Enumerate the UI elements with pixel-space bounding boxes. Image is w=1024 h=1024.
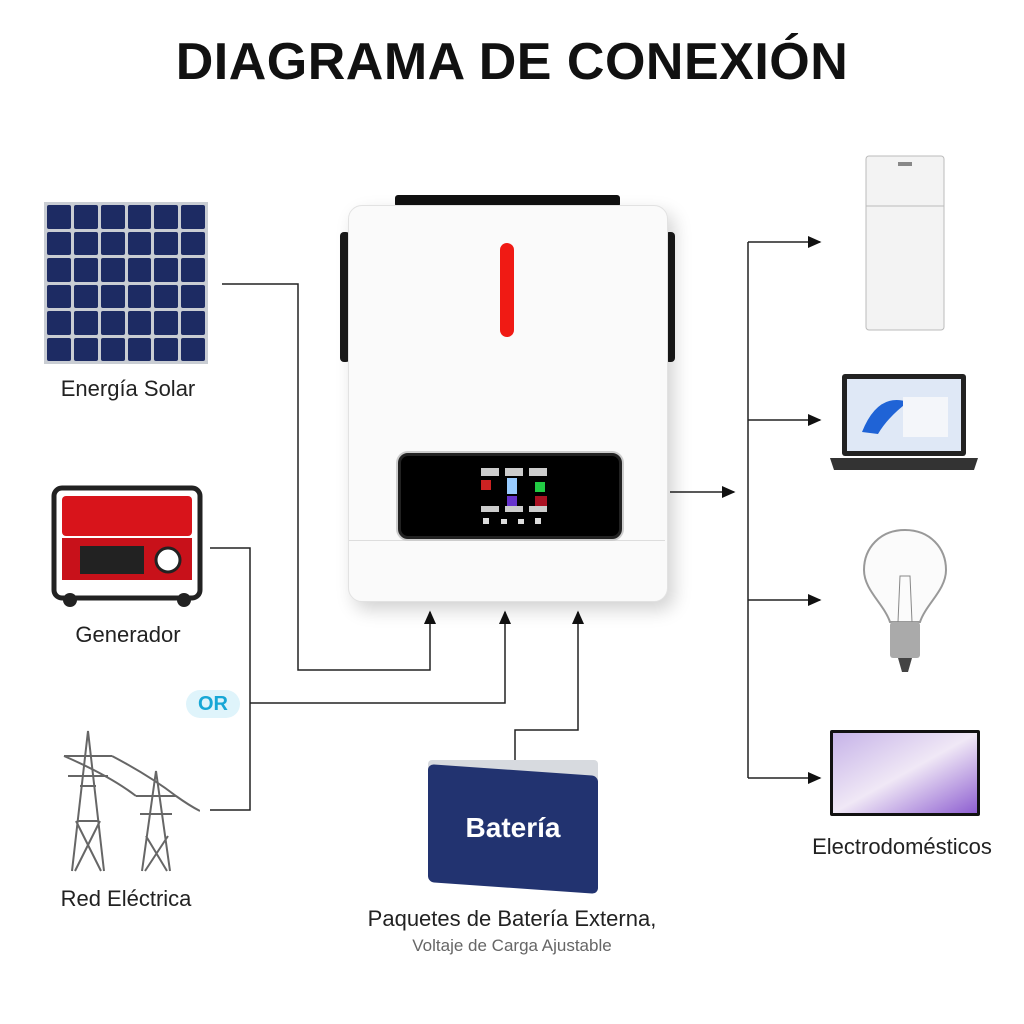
- diagram-title: DIAGRAMA DE CONEXIÓN: [175, 33, 849, 91]
- solar-panel-icon: [44, 202, 208, 364]
- battery-caption-line2: Voltaje de Carga Ajustable: [412, 936, 612, 955]
- inverter-display: [398, 453, 622, 539]
- battery-caption-line1: Paquetes de Batería Externa,: [367, 906, 657, 931]
- inverter-side-right: [665, 232, 675, 362]
- laptop-icon: [830, 374, 978, 470]
- appliances-label: Electrodomésticos: [812, 834, 992, 859]
- power-tower-icon: [63, 730, 200, 872]
- grid-label: Red Eléctrica: [60, 886, 192, 911]
- ac-input-line: [250, 610, 511, 704]
- light-bulb-icon: [862, 528, 948, 672]
- television-icon: [830, 730, 980, 816]
- solar-line: [222, 283, 436, 671]
- inverter-divider: [349, 540, 665, 541]
- refrigerator-icon: [865, 155, 945, 331]
- solar-label: Energía Solar: [60, 376, 196, 401]
- generator-grid-line: [210, 547, 251, 811]
- battery-line: [514, 610, 584, 760]
- generator-label: Generador: [75, 622, 181, 647]
- generator-icon: [51, 485, 203, 607]
- battery-label: Batería: [465, 812, 561, 843]
- inverter-led-indicator: [500, 243, 514, 337]
- inverter-side-left: [340, 232, 350, 362]
- or-badge: OR: [186, 690, 240, 718]
- inverter-bracket: [395, 195, 620, 207]
